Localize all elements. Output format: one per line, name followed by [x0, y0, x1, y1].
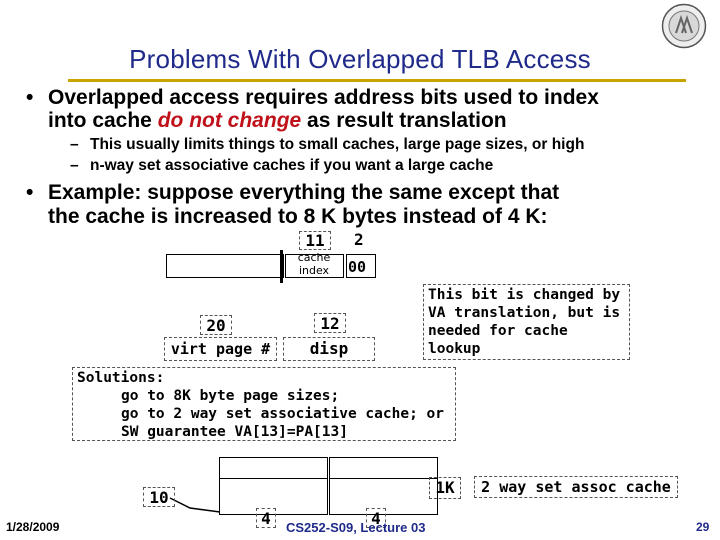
virt-page-field: virt page # [164, 337, 277, 361]
footer-date: 1/28/2009 [6, 520, 60, 534]
disp-field: disp [283, 337, 375, 361]
title-underline [68, 79, 686, 82]
changed-bit-marker [280, 250, 283, 283]
label-12-bits: 12 [314, 313, 346, 333]
label-1k: 1K [429, 477, 461, 499]
emphasis-do-not-change: do not change [157, 109, 302, 132]
label-11-bits: 11 [299, 231, 331, 250]
sub-bullet-2: –n-way set associative caches if you wan… [70, 157, 494, 174]
solution-1: go to 8K byte page sizes; [121, 388, 340, 404]
page-number: 29 [696, 520, 710, 534]
footer-course: CS252-S09, Lecture 03 [286, 520, 426, 535]
offset-00-field [346, 254, 376, 278]
bullet1-line1: Overlapped access requires address bits … [48, 86, 599, 109]
note-changed-bit: This bit is changed by VA translation, b… [423, 284, 630, 360]
bullet-overlapped-access: •Overlapped access requires address bits… [26, 86, 599, 132]
solutions-box: Solutions: go to 8K byte page sizes; go … [72, 367, 456, 441]
cache-index-field [285, 254, 344, 278]
label-4-left: 4 [256, 508, 276, 528]
cache-way-1 [219, 457, 328, 515]
label-00: 00 [348, 258, 367, 276]
label-2-bits: 2 [354, 230, 364, 249]
index-arrow [169, 497, 221, 513]
address-field-upper [166, 254, 284, 278]
bullet-example: •Example: suppose everything the same ex… [26, 181, 560, 228]
sub-bullet-1: –This usually limits things to small cac… [70, 136, 585, 153]
cache-way-2 [329, 457, 438, 515]
label-10-bits: 10 [143, 487, 175, 507]
slide-title: Problems With Overlapped TLB Access [129, 44, 591, 74]
solutions-heading: Solutions: [77, 370, 165, 386]
label-2-way-assoc: 2 way set assoc cache [474, 476, 678, 498]
label-20-bits: 20 [200, 315, 232, 335]
cache-index-label: cache index [297, 251, 331, 277]
solution-2: go to 2 way set associative cache; or [121, 406, 445, 422]
label-4-right: 4 [366, 508, 386, 528]
university-seal-logo [661, 3, 707, 49]
solution-3: SW guarantee VA[13]=PA[13] [121, 424, 348, 440]
